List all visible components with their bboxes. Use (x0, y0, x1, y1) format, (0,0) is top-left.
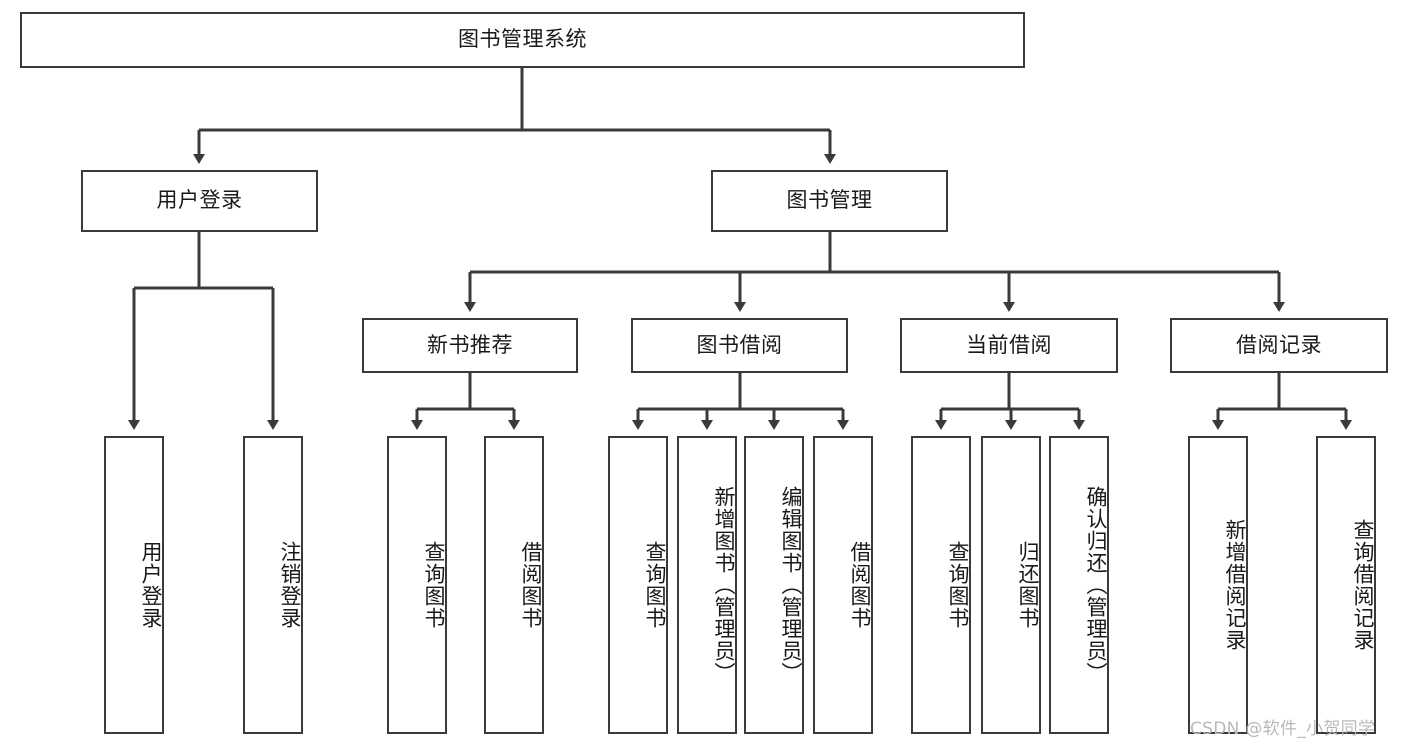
node-leaf-query-book-cb[interactable]: 查询图书 (911, 436, 971, 734)
node-book-borrow-label: 图书借阅 (696, 332, 783, 357)
node-user-login[interactable]: 用户登录 (81, 170, 318, 232)
node-leaf-logout-label: 注销登录 (278, 541, 302, 629)
node-leaf-query-book-cb-label: 查询图书 (946, 541, 970, 629)
node-leaf-user-login[interactable]: 用户登录 (104, 436, 164, 734)
node-leaf-borrow-book-bb[interactable]: 借阅图书 (813, 436, 873, 734)
node-leaf-query-book-rec-label: 查询图书 (422, 541, 446, 629)
node-leaf-query-book-rec[interactable]: 查询图书 (387, 436, 447, 734)
node-leaf-logout[interactable]: 注销登录 (243, 436, 303, 734)
node-leaf-add-record-label: 新增借阅记录 (1223, 519, 1247, 651)
node-leaf-borrow-book-bb-label: 借阅图书 (848, 541, 872, 629)
node-leaf-add-record[interactable]: 新增借阅记录 (1188, 436, 1248, 734)
node-leaf-confirm-return-label: 确认归还（管理员） (1084, 486, 1108, 684)
node-new-book-rec[interactable]: 新书推荐 (362, 318, 578, 373)
node-leaf-borrow-book-rec[interactable]: 借阅图书 (484, 436, 544, 734)
node-leaf-query-book-bb[interactable]: 查询图书 (608, 436, 668, 734)
node-leaf-query-record-label: 查询借阅记录 (1351, 519, 1375, 651)
node-current-borrow-label: 当前借阅 (966, 332, 1052, 357)
node-book-borrow[interactable]: 图书借阅 (631, 318, 848, 373)
watermark-text: CSDN @软件_小贺同学 (1190, 719, 1376, 739)
node-borrow-record-label: 借阅记录 (1236, 332, 1322, 357)
node-leaf-return-book-label: 归还图书 (1016, 541, 1040, 629)
node-book-manage[interactable]: 图书管理 (711, 170, 948, 232)
node-new-book-rec-label: 新书推荐 (427, 332, 513, 357)
node-leaf-add-book-label: 新增图书（管理员） (712, 486, 736, 684)
node-leaf-query-record[interactable]: 查询借阅记录 (1316, 436, 1376, 734)
node-user-login-label: 用户登录 (156, 188, 243, 213)
node-leaf-return-book[interactable]: 归还图书 (981, 436, 1041, 734)
node-root[interactable]: 图书管理系统 (20, 12, 1025, 68)
node-leaf-user-login-label: 用户登录 (139, 541, 163, 629)
node-leaf-add-book[interactable]: 新增图书（管理员） (677, 436, 737, 734)
node-root-label: 图书管理系统 (458, 27, 587, 52)
node-borrow-record[interactable]: 借阅记录 (1170, 318, 1388, 373)
node-book-manage-label: 图书管理 (786, 188, 873, 213)
node-current-borrow[interactable]: 当前借阅 (900, 318, 1118, 373)
node-leaf-confirm-return[interactable]: 确认归还（管理员） (1049, 436, 1109, 734)
node-leaf-edit-book[interactable]: 编辑图书（管理员） (744, 436, 804, 734)
node-leaf-edit-book-label: 编辑图书（管理员） (779, 486, 803, 684)
node-leaf-query-book-bb-label: 查询图书 (643, 541, 667, 629)
node-leaf-borrow-book-rec-label: 借阅图书 (519, 541, 543, 629)
